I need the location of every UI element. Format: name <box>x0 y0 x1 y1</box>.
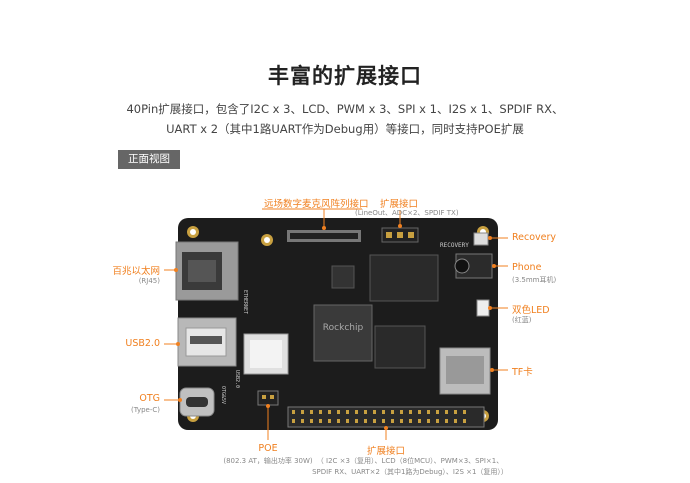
callout-expansion-bottom-sub1: （ I2C ×3（复用）、LCD（8位MCU）、PWM×3、SPI×1、 <box>316 457 504 465</box>
chip-brand-text: Rockchip <box>323 323 364 333</box>
callout-phone: Phone <box>512 262 542 273</box>
ethernet-silk: ETHERNET <box>242 290 248 314</box>
poe-header <box>257 390 279 406</box>
callout-mic-array: 远场数字麦克风阵列接口 <box>264 199 369 210</box>
description-line-2: UART x 2（其中1路UART作为Debug用）等接口，同时支持POE扩展 <box>166 122 524 136</box>
callout-expansion-top: 扩展接口 <box>380 199 419 210</box>
callout-ethernet: 百兆以太网 <box>112 266 160 277</box>
bicolor-led <box>476 299 490 317</box>
usb-silk: USB2.0 <box>234 370 240 388</box>
callout-led-sub: (红蓝) <box>512 316 532 324</box>
callout-recovery: Recovery <box>512 232 557 243</box>
front-view-tag: 正面视图 <box>118 150 180 169</box>
callout-expansion-top-sub: (LineOut、ADC×2、SPDIF TX) <box>355 209 459 217</box>
callout-expansion-bottom: 扩展接口 <box>366 446 405 457</box>
callout-usb: USB2.0 <box>125 338 160 349</box>
callout-phone-sub: (3.5mm耳机) <box>512 276 557 284</box>
recovery-button <box>473 232 489 246</box>
callout-otg: OTG <box>139 393 160 404</box>
page-title: 丰富的扩展接口 <box>268 64 422 88</box>
callout-poe-sub: (802.3 AT，输出功率 30W) <box>223 457 313 465</box>
soc-chip <box>313 304 373 362</box>
ram-chip-1 <box>369 254 439 302</box>
callout-tf: TF卡 <box>512 367 533 378</box>
callout-led: 双色LED <box>512 305 550 316</box>
recovery-silk: RECOVERY <box>440 242 469 249</box>
gpio-pins <box>292 410 466 423</box>
callout-expansion-bottom-sub2: SPDIF RX、UART×2（其中1路为Debug）、I2S ×1（复用）） <box>312 468 508 476</box>
description-line-1: 40Pin扩展接口，包含了I2C x 3、LCD、PWM x 3、SPI x 1… <box>126 102 564 116</box>
otg-silk: OTG&5V <box>220 386 226 404</box>
ram-chip-2 <box>374 325 426 369</box>
callout-ethernet-sub: (RJ45) <box>138 277 160 285</box>
small-chip <box>331 265 355 289</box>
callout-otg-sub: (Type-C) <box>131 406 160 414</box>
callout-poe: POE <box>258 443 278 454</box>
